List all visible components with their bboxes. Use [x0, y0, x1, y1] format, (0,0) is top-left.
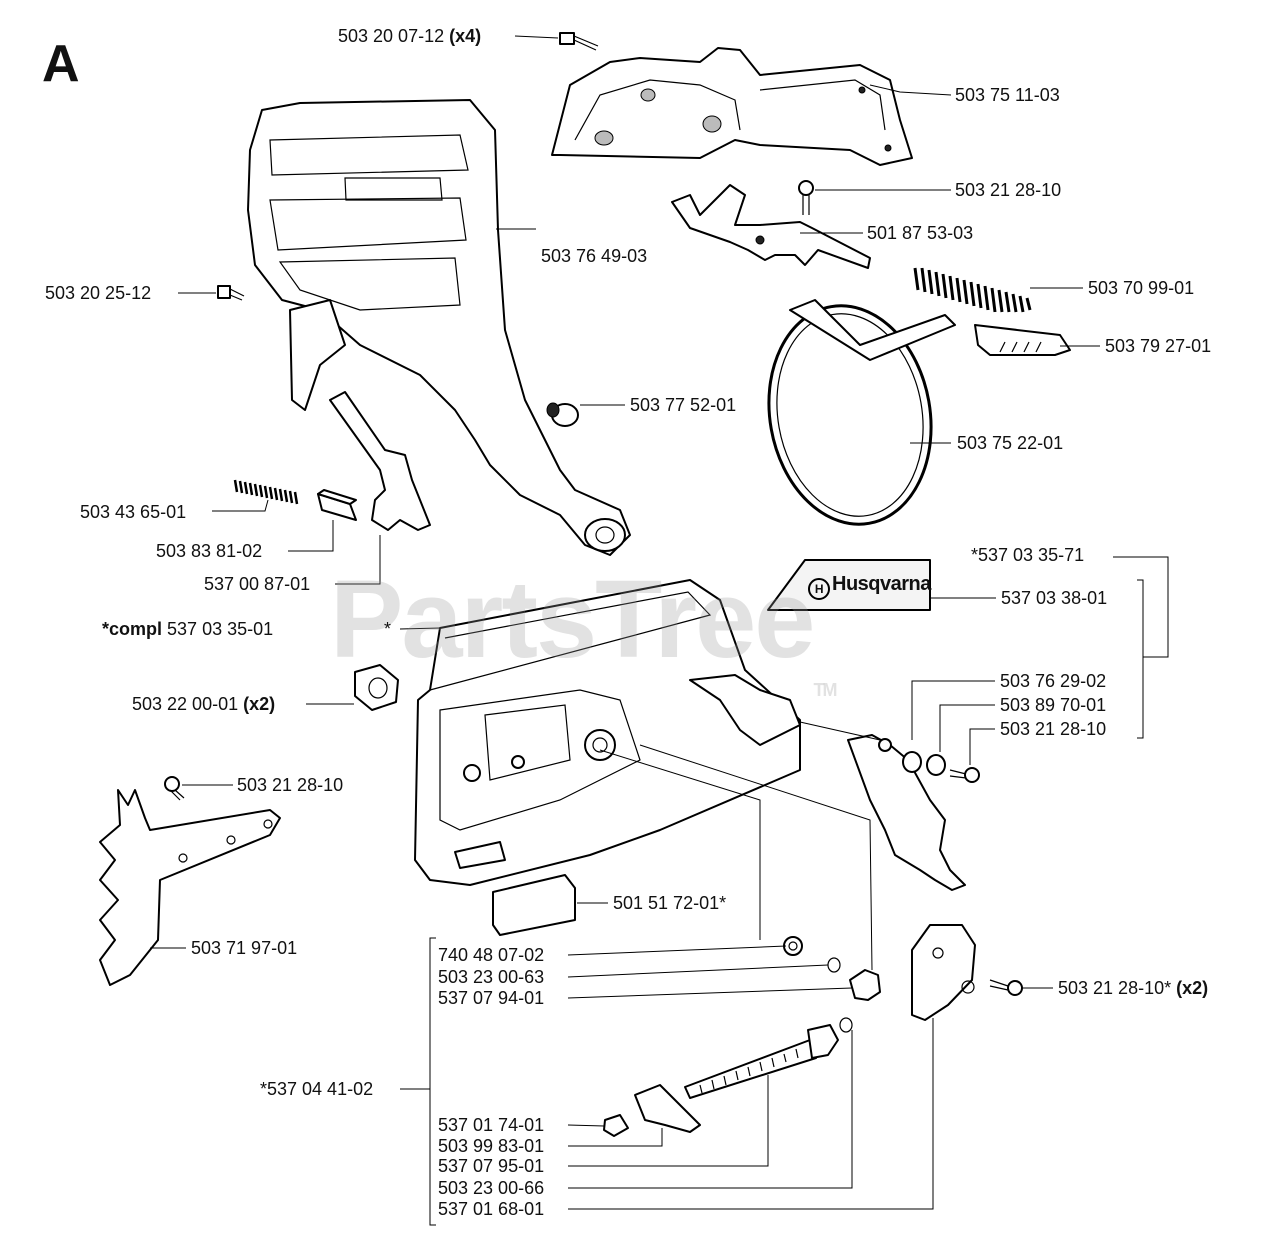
lever-537-00-87-01 [329, 391, 431, 531]
part-label-503-21-28-10-right: 503 21 28-10 [1000, 719, 1107, 739]
brake-cover-part [974, 324, 1071, 356]
part-label-503-71-97-01: 503 71 97-01 [191, 938, 298, 958]
screw-503-20-25-12 [217, 285, 245, 301]
nut-503-22-00-01 [354, 664, 399, 711]
part-label-503-22-00-01: 503 22 00-01 (x2) [132, 694, 276, 714]
o-ring-503-23-00-66 [839, 1017, 853, 1033]
clutch-cover-part [414, 579, 801, 886]
gear-537-07-94-01 [849, 969, 881, 1001]
part-label-503-79-27-01: 503 79 27-01 [1105, 336, 1212, 356]
part-label-501-51-72-01: 501 51 72-01* [613, 893, 727, 913]
nut-503-99-83-01 [634, 1084, 701, 1133]
sleeve-503-76-29-02 [902, 751, 922, 773]
part-label-537-01-68-01: 537 01 68-01 [438, 1199, 545, 1219]
washer-740-48-07-02 [783, 936, 803, 956]
part-label-503-89-70-01: 503 89 70-01 [1000, 695, 1107, 715]
spring-503-43-65-01 [233, 479, 299, 505]
part-label-503-76-49-03: 503 76 49-03 [541, 246, 648, 266]
bushing-503-77-52-01 [546, 402, 579, 427]
screw-503-21-28-10-x2 [989, 979, 1023, 996]
leader-lines [150, 35, 1169, 1226]
husqvarna-crown-icon: H [808, 578, 830, 600]
part-label-537-01-74-01: 537 01 74-01 [438, 1115, 545, 1135]
brake-lever-part [671, 184, 871, 269]
spring-503-70-99-01 [913, 267, 1032, 313]
part-label-537-04-41-02: *537 04 41-02 [260, 1079, 374, 1099]
front-hand-guard-part [247, 99, 631, 556]
adjusting-screw-537-07-95-01 [684, 1024, 839, 1099]
block-503-83-81-02 [317, 489, 357, 521]
part-label-503-20-25-12: 503 20 25-12 [45, 283, 152, 303]
part-label-503-21-28-10-top: 503 21 28-10 [955, 180, 1062, 200]
part-label-537-03-35-71: *537 03 35-71 [971, 545, 1085, 565]
part-label-537-07-94-01: 537 07 94-01 [438, 988, 545, 1008]
part-label-compl-537-03-35-01: *compl 537 03 35-01 [102, 619, 274, 639]
part-label-503-70-99-01: 503 70 99-01 [1088, 278, 1195, 298]
part-label-asterisk: * [384, 619, 392, 639]
part-label-503-23-00-66: 503 23 00-66 [438, 1178, 545, 1198]
part-label-537-03-38-01: 537 03 38-01 [1001, 588, 1108, 608]
part-label-537-00-87-01: 537 00 87-01 [204, 574, 311, 594]
part-label-503-76-29-02: 503 76 29-02 [1000, 671, 1107, 691]
brake-band-part [767, 299, 956, 526]
decal-537-03-38-01 [767, 559, 931, 611]
part-label-740-48-07-02: 740 48 07-02 [438, 945, 545, 965]
screw-503-21-28-10-left [164, 776, 185, 801]
washer-503-89-70-01 [926, 754, 946, 776]
part-label-501-87-53-03: 501 87 53-03 [867, 223, 974, 243]
section-letter: A [42, 35, 80, 93]
tensioner-cover-537-01-68-01 [911, 924, 976, 1021]
part-label-503-23-00-63: 503 23 00-63 [438, 967, 545, 987]
part-label-503-83-81-02: 503 83 81-02 [156, 541, 263, 561]
cover-plate-part [551, 47, 913, 166]
o-ring-503-23-00-63 [827, 957, 841, 973]
bumper-spike-part [99, 789, 281, 986]
part-label-503-77-52-01: 503 77 52-01 [630, 395, 737, 415]
part-label-503-20-07-12: 503 20 07-12 (x4) [338, 26, 482, 46]
screw-503-20-07-12 [559, 32, 599, 51]
part-label-503-43-65-01: 503 43 65-01 [80, 502, 187, 522]
screw-503-21-28-10-right [949, 767, 980, 783]
part-label-503-75-11-03: 503 75 11-03 [955, 85, 1060, 105]
part-label-537-07-95-01: 537 07 95-01 [438, 1156, 545, 1176]
part-label-503-75-22-01: 503 75 22-01 [957, 433, 1064, 453]
screw-503-21-28-10-top [798, 180, 814, 215]
guard-plate-part [847, 734, 966, 891]
part-label-503-99-83-01: 503 99 83-01 [438, 1136, 545, 1156]
rubber-pad-501-51-72-01 [492, 874, 576, 936]
nut-537-01-74-01 [603, 1114, 629, 1137]
part-label-503-21-28-10-left: 503 21 28-10 [237, 775, 344, 795]
part-label-503-21-28-10-x2: 503 21 28-10* (x2) [1058, 978, 1209, 998]
